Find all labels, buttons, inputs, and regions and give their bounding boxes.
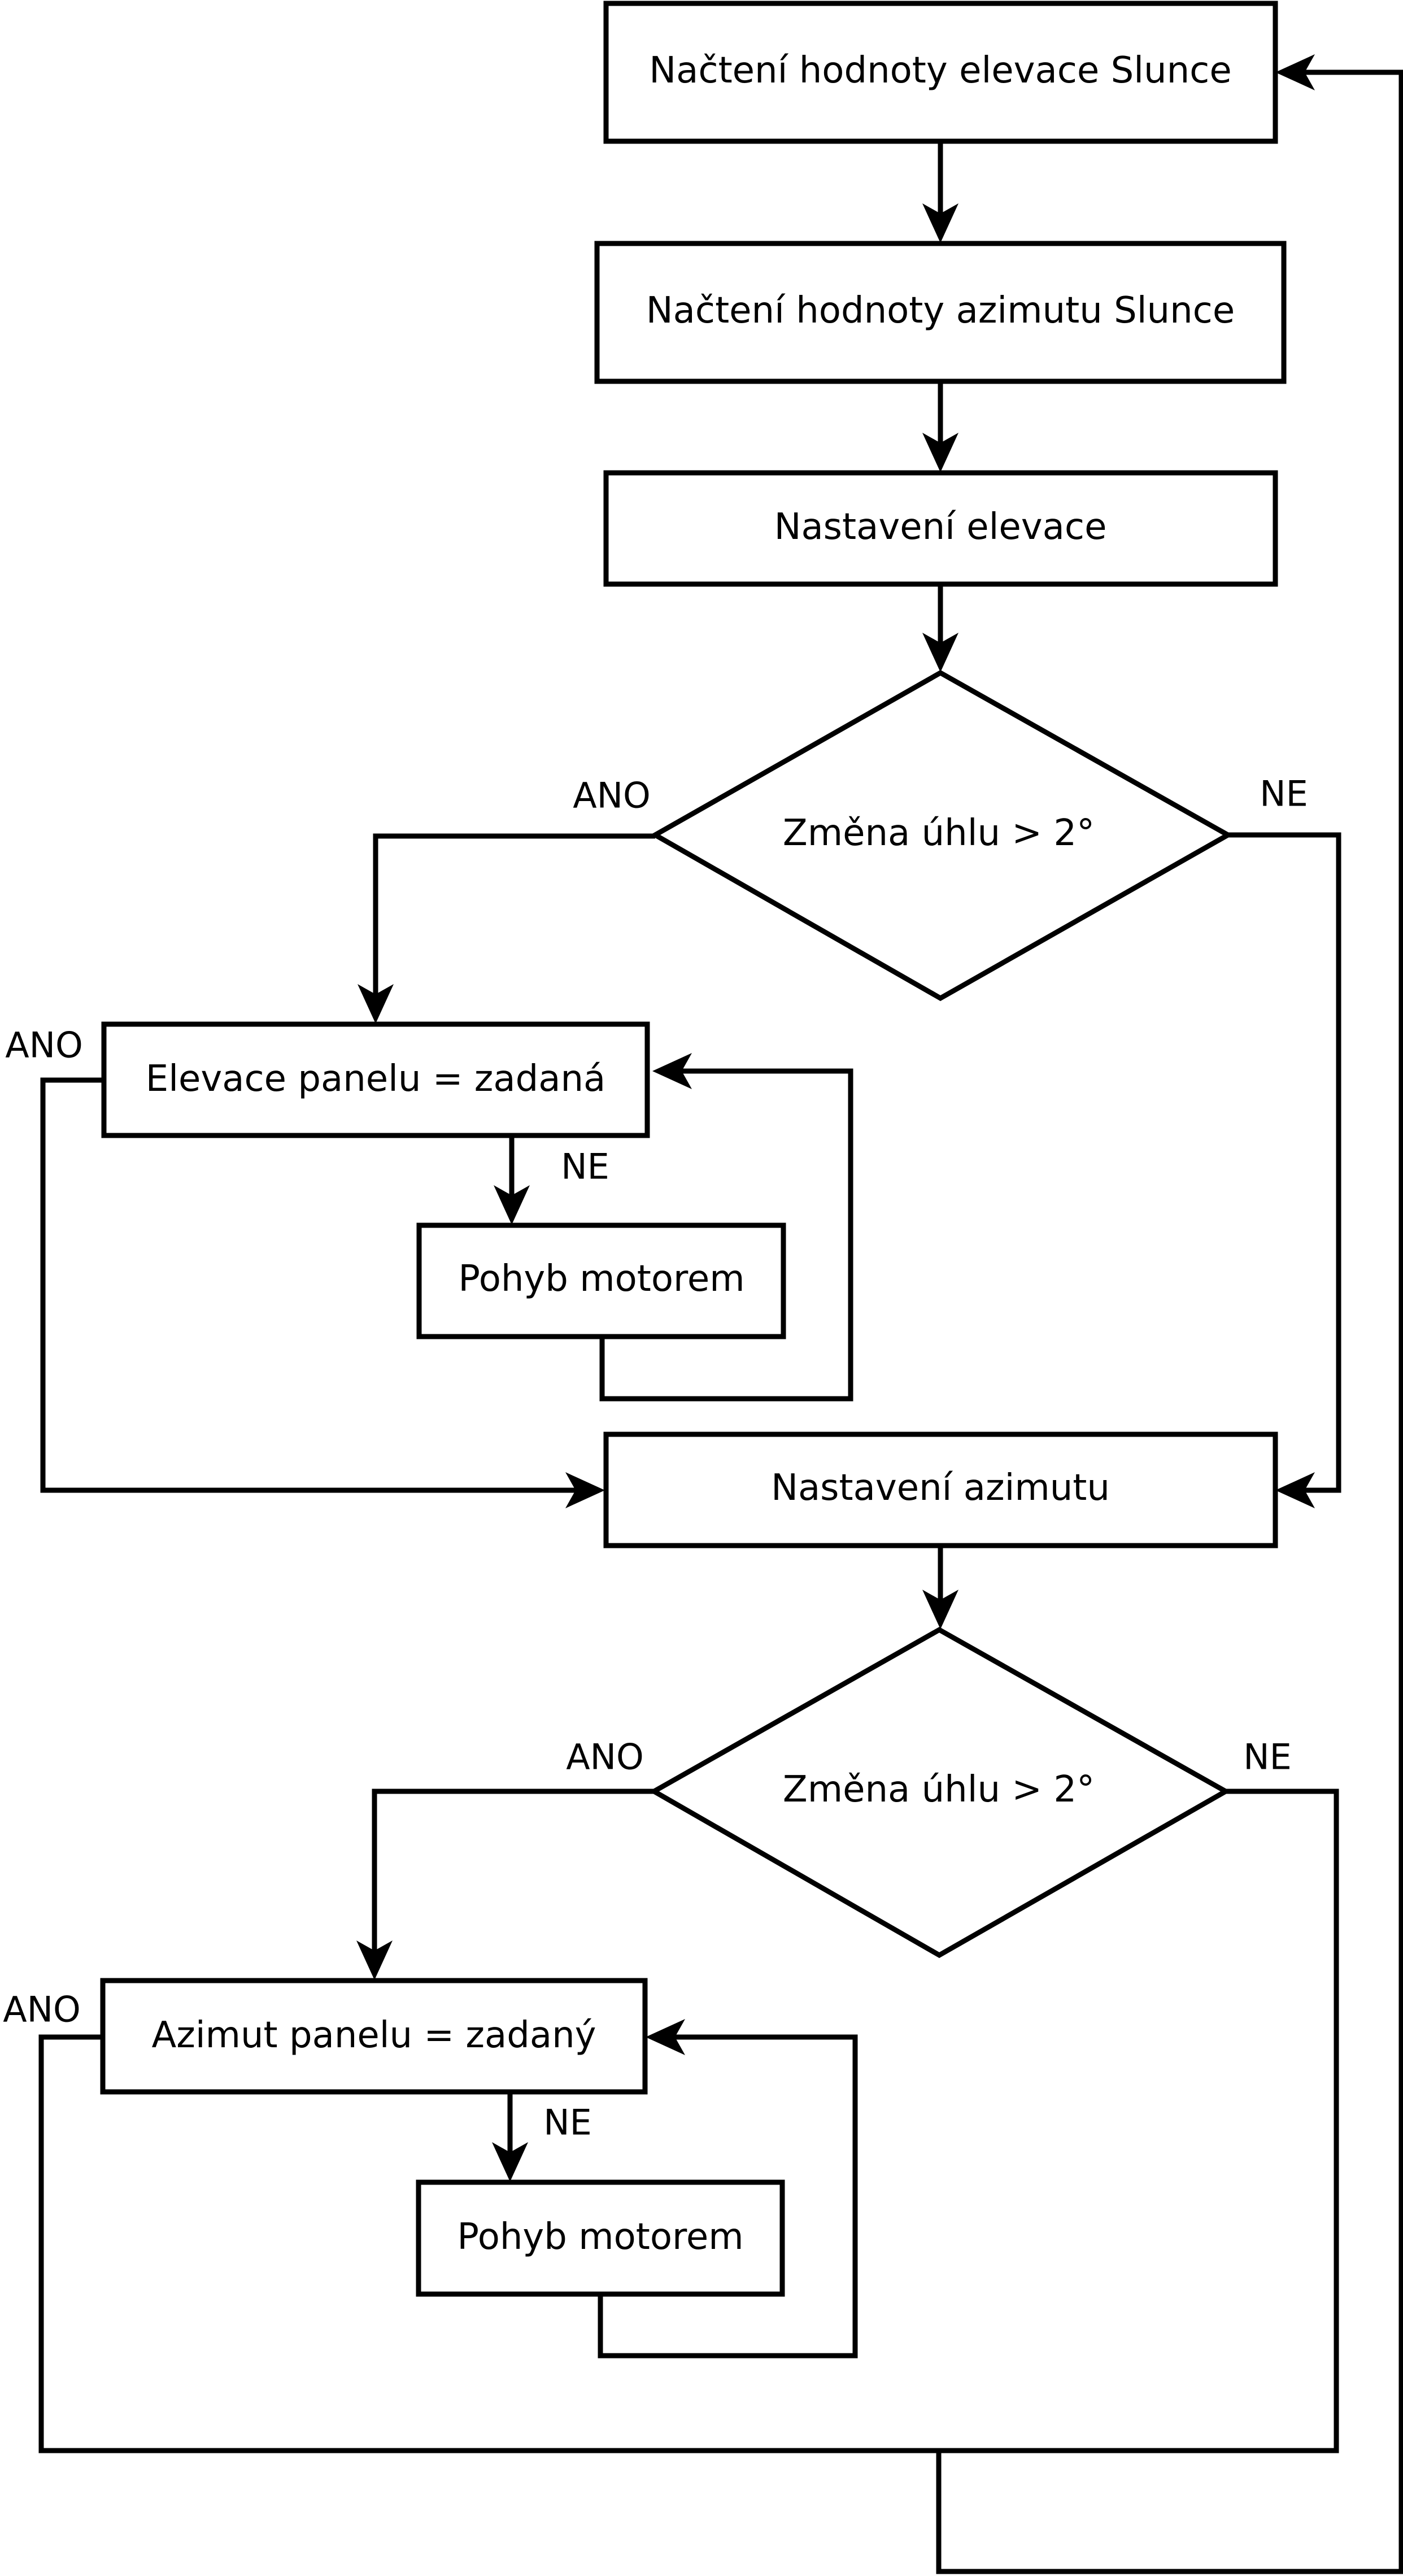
node-check-azimuth-label: Azimut panelu = zadaný xyxy=(151,2014,596,2056)
node-motor-elevation-label: Pohyb motorem xyxy=(458,1258,744,1300)
label-check-elevation-yes: ANO xyxy=(5,1025,83,1066)
node-read-elevation-label: Načtení hodnoty elevace Slunce xyxy=(649,50,1231,92)
edge-decision-elevation-yes xyxy=(373,833,655,995)
arrowhead xyxy=(356,1940,393,1980)
node-set-azimuth: Nastavení azimutu xyxy=(603,1431,1278,1548)
arrowhead xyxy=(922,203,958,243)
node-read-elevation: Načtení hodnoty elevace Slunce xyxy=(603,1,1278,144)
label-check-azimuth-no: NE xyxy=(543,2102,592,2143)
edge-check-azimuth-yes xyxy=(38,1789,1339,2453)
label-decision-elevation-yes: ANO xyxy=(573,775,651,816)
arrowhead xyxy=(358,984,394,1024)
node-check-elevation-label: Elevace panelu = zadaná xyxy=(146,1058,605,1100)
node-check-azimuth: Azimut panelu = zadaný xyxy=(100,1978,648,2095)
label-decision-elevation-no: NE xyxy=(1260,773,1308,815)
node-decision-azimuth: Změna úhlu > 2° xyxy=(648,1626,1231,1959)
node-decision-elevation: Změna úhlu > 2° xyxy=(650,669,1234,1002)
node-motor-azimuth: Pohyb motorem xyxy=(416,2179,785,2297)
arrowhead xyxy=(922,633,958,672)
edge-decision-azimuth-yes xyxy=(372,1789,654,1952)
arrowhead xyxy=(646,2019,685,2055)
node-decision-elevation-label: Změna úhlu > 2° xyxy=(783,812,1095,854)
arrowhead xyxy=(922,1590,958,1629)
arrowhead xyxy=(652,1053,692,1089)
node-read-azimuth-label: Načtení hodnoty azimutu Slunce xyxy=(646,290,1235,332)
label-check-azimuth-yes: ANO xyxy=(3,1989,81,2030)
arrowhead xyxy=(494,1185,530,1225)
edge-motor-elevation-loop xyxy=(599,1068,853,1402)
node-set-azimuth-label: Nastavení azimutu xyxy=(771,1467,1110,1509)
edge-motor-azimuth-loop xyxy=(598,2034,858,2359)
arrowhead xyxy=(565,1472,605,1508)
arrowhead xyxy=(492,2142,528,2182)
label-decision-azimuth-no: NE xyxy=(1243,1737,1292,1778)
edges xyxy=(38,54,1403,2574)
arrowhead xyxy=(1275,1472,1315,1508)
node-set-elevation: Nastavení elevace xyxy=(603,470,1278,587)
branch-labels: ANO NE ANO NE ANO NE ANO NE xyxy=(3,773,1308,2143)
nodes: Načtení hodnoty elevace Slunce Načtení h… xyxy=(100,1,1287,2297)
node-check-elevation: Elevace panelu = zadaná xyxy=(101,1021,650,1138)
label-decision-azimuth-yes: ANO xyxy=(566,1737,644,1778)
label-check-elevation-no: NE xyxy=(561,1146,609,1187)
node-set-elevation-label: Nastavení elevace xyxy=(774,506,1107,548)
node-motor-elevation: Pohyb motorem xyxy=(416,1222,786,1339)
arrowhead xyxy=(922,433,958,472)
edge-check-elevation-yes xyxy=(40,1077,577,1493)
arrowhead xyxy=(1275,54,1315,90)
node-motor-azimuth-label: Pohyb motorem xyxy=(457,2216,743,2258)
edge-decision-elevation-no xyxy=(1228,832,1341,1493)
node-decision-azimuth-label: Změna úhlu > 2° xyxy=(783,1769,1095,1811)
node-read-azimuth: Načtení hodnoty azimutu Slunce xyxy=(594,241,1287,384)
edge-return-to-start xyxy=(936,69,1403,2574)
